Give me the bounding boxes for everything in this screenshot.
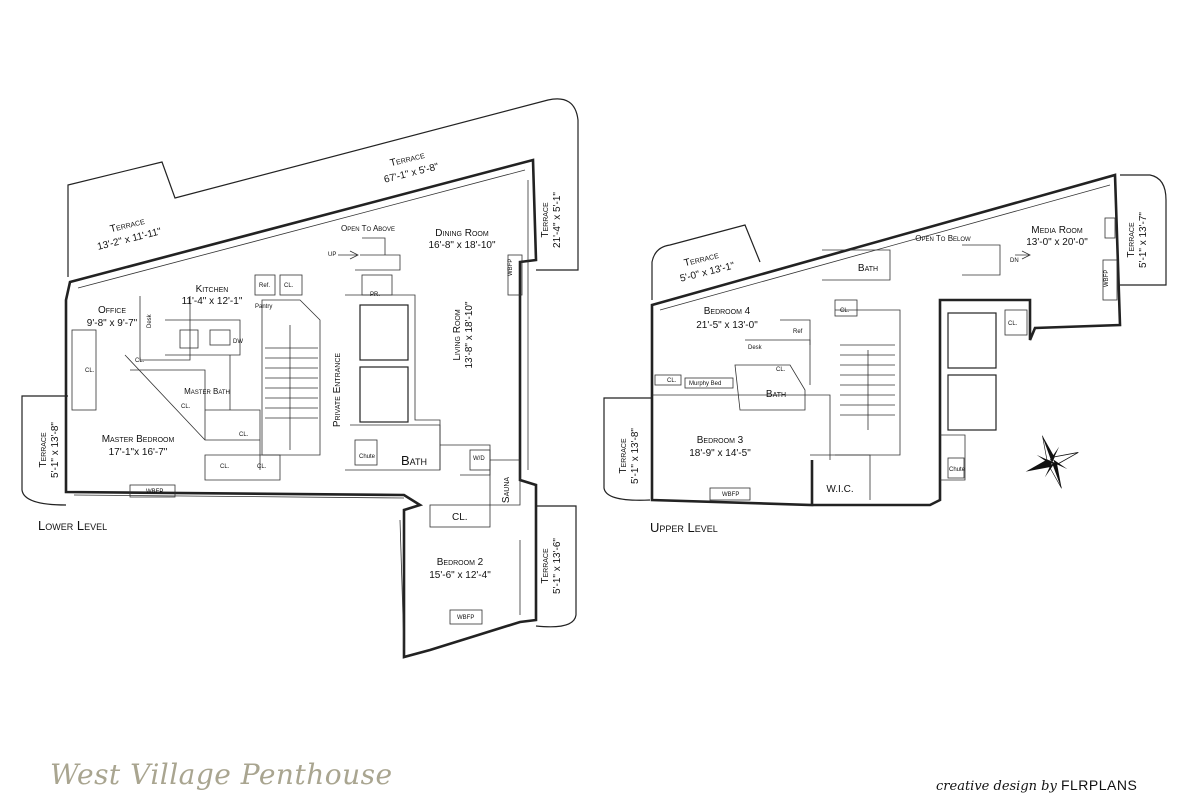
dining-room-name: Dining Room [435, 228, 489, 239]
media-room-name: Media Room [1031, 225, 1083, 236]
lower-level-title: Lower Level [38, 518, 107, 533]
upper-bath-top-label: Bath [858, 263, 878, 274]
open-to-below-label: Open To Below [915, 234, 971, 243]
kitchen-name: Kitchen [196, 284, 229, 295]
upper-terrace-e-outline [1120, 174, 1167, 286]
terrace-se-dims: 5'-1" x 13'-6" [552, 538, 563, 594]
wic-label: W.I.C. [826, 484, 853, 495]
office-name: Office [98, 305, 126, 316]
pantry-label: Pantry [255, 304, 272, 310]
terrace-se-name: Terrace [540, 548, 551, 584]
terrace-right-name: Terrace [540, 202, 551, 238]
upper-closet-label-4: CL. [1008, 321, 1018, 327]
master-bedroom-name: Master Bedroom [102, 434, 175, 445]
terrace-top-outline [67, 98, 579, 277]
bedroom-2-dims: 15'-6" x 12'-4" [429, 570, 491, 581]
lower-bath-label: Bath [401, 453, 427, 468]
terrace-right-dims: 21'-4" x 5'-1" [552, 192, 563, 248]
upper-terrace-w-outline [603, 397, 652, 501]
living-room-dims: 13'-8" x 18'-10" [464, 301, 475, 369]
compass-icon [1025, 435, 1079, 489]
master-bath-label: Master Bath [184, 387, 230, 396]
bedroom-3-name: Bedroom 3 [697, 435, 744, 446]
dw-label: DW [233, 339, 243, 345]
upper-bath-mid-label: Bath [766, 389, 786, 400]
living-room-name: Living Room [452, 309, 463, 361]
upper-level-plan [603, 173, 1167, 507]
design-credit: creative design by FLRPLANS [936, 777, 1137, 794]
ref-label: Ref. [259, 283, 270, 289]
desk-label: Desk [147, 313, 153, 328]
bedroom-4-name: Bedroom 4 [704, 306, 751, 317]
chute-label: Chute [359, 454, 376, 460]
upper-exterior-wall [650, 173, 1122, 507]
terrace-west-dims: 5'-1" x 13'-8" [50, 422, 61, 478]
credit-brand: FLRPLANS [1060, 777, 1138, 793]
upper-wbfp-label-bedroom3: WBFP [722, 492, 739, 498]
dining-room-dims: 16'-8" x 18'-10" [428, 240, 496, 251]
upper-level-labels: Terrace 5'-0" x 13'-1" Terrace 5'-1" x 1… [618, 212, 1149, 535]
closet-label-bedroom2: CL. [452, 512, 468, 523]
terrace-west-name: Terrace [38, 432, 49, 468]
closet-label-office: CL. [85, 368, 95, 374]
media-room-dims: 13'-0" x 20'-0" [1026, 237, 1088, 248]
closet-label-bath-3: CL. [239, 432, 249, 438]
upper-ref-label: Ref [793, 329, 803, 335]
sauna-label: Sauna [501, 477, 512, 503]
wbfp-label-bedroom2: WBFP [457, 615, 474, 621]
up-label: UP [328, 252, 336, 258]
lower-level-plan [21, 98, 579, 659]
bedroom-2-name: Bedroom 2 [437, 557, 484, 568]
closet-label-hall: CL. [257, 464, 267, 470]
lower-level-labels: Terrace 67'-1" x 5'-8" Terrace 13'-2" x … [38, 150, 563, 621]
plan-title: West Village Penthouse [50, 758, 393, 791]
dn-label: DN [1010, 258, 1019, 264]
upper-closet-label-3: CL. [840, 308, 850, 314]
open-to-above-label: Open To Above [341, 224, 395, 233]
upper-closet-label-1: CL. [667, 378, 677, 384]
upper-terrace-e-name: Terrace [1126, 222, 1137, 258]
credit-prefix: creative design by [936, 779, 1057, 794]
closet-label-bedroom: CL. [220, 464, 230, 470]
upper-desk-label: Desk [748, 345, 763, 351]
upper-chute-label: Chute [949, 467, 966, 473]
pr-label: PR. [370, 292, 380, 298]
office-dims: 9'-8" x 9'-7" [87, 318, 138, 329]
upper-terrace-e-dims: 5'-1" x 13'-7" [1138, 212, 1149, 268]
terrace-se-outline [535, 505, 577, 628]
wbfp-label-living: WBFP [508, 259, 514, 276]
upper-terrace-w-name: Terrace [618, 438, 629, 474]
upper-terrace-nw-outline [651, 224, 761, 300]
private-entrance-label: Private Entrance [332, 353, 343, 428]
closet-label-kitchen: CL. [284, 283, 294, 289]
upper-closet-label-2: CL. [776, 367, 786, 373]
master-bedroom-dims: 17'-1"x 16'-7" [109, 447, 168, 458]
wbfp-label-master: WBFP [146, 489, 163, 495]
closet-label-bath-2: CL. [181, 404, 191, 410]
upper-terrace-w-dims: 5'-1" x 13'-8" [630, 428, 641, 484]
bedroom-4-dims: 21'-5" x 13'-0" [696, 320, 758, 331]
bedroom-3-dims: 18'-9" x 14'-5" [689, 448, 751, 459]
kitchen-dims: 11'-4" x 12'-1" [182, 296, 243, 307]
closet-label-bath-1: CL. [135, 358, 145, 364]
terrace-west-outline [21, 395, 68, 506]
wd-label: W/D [473, 456, 485, 462]
murphy-bed-label: Murphy Bed [689, 381, 721, 387]
upper-wbfp-label-media: WBFP [1104, 270, 1110, 287]
upper-level-title: Upper Level [650, 520, 718, 535]
